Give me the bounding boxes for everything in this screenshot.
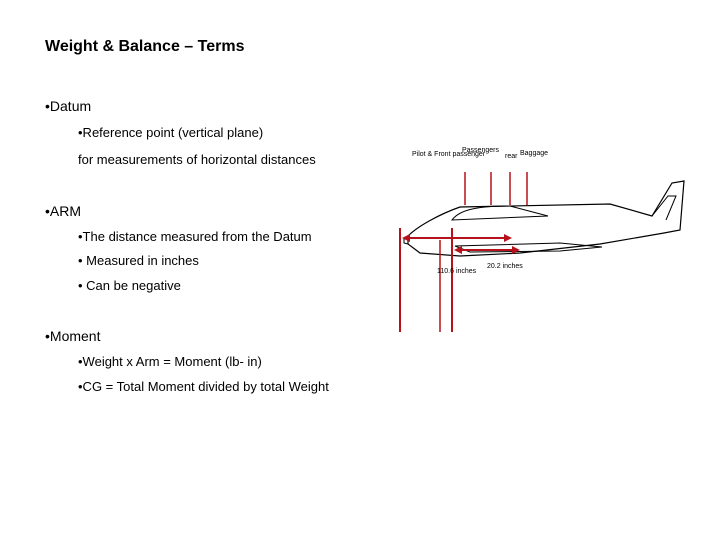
sub-bullet-distance: •The distance measured from the Datum [78,229,312,244]
label-passengers: Passengers [462,147,499,154]
sub-bullet-inches: • Measured in inches [78,253,199,268]
sub-bullet-moment-formula: •Weight x Arm = Moment (lb- in) [78,354,262,369]
tail-fin [651,195,677,221]
bullet-datum: •Datum [45,98,92,114]
sub-bullet-cg-formula: •CG = Total Moment divided by total Weig… [78,379,329,394]
sub-bullet-reference-point: •Reference point (vertical plane) [78,125,264,140]
arm-arrow-2-head-right [512,246,520,254]
label-arm-1: 110.6 inches [437,268,477,275]
bullet-arm: •ARM [45,203,82,219]
arm-arrow-1-head-right [504,234,512,242]
label-pilot-front: Pilot & Front passenger [412,151,486,158]
sub-bullet-measurements: for measurements of horizontal distances [78,152,316,167]
bullet-moment: •Moment [45,328,101,344]
cockpit-outline [450,205,549,221]
sub-bullet-negative: • Can be negative [78,278,181,293]
label-rear: rear [505,153,518,160]
arm-arrow-2-head-left [454,246,462,254]
label-arm-2: 20.2 inches [487,263,523,270]
slide-title: Weight & Balance – Terms [45,38,245,55]
label-baggage: Baggage [520,150,548,157]
arm-arrow-1-head-left [402,234,410,242]
fuselage-outline [407,180,685,257]
